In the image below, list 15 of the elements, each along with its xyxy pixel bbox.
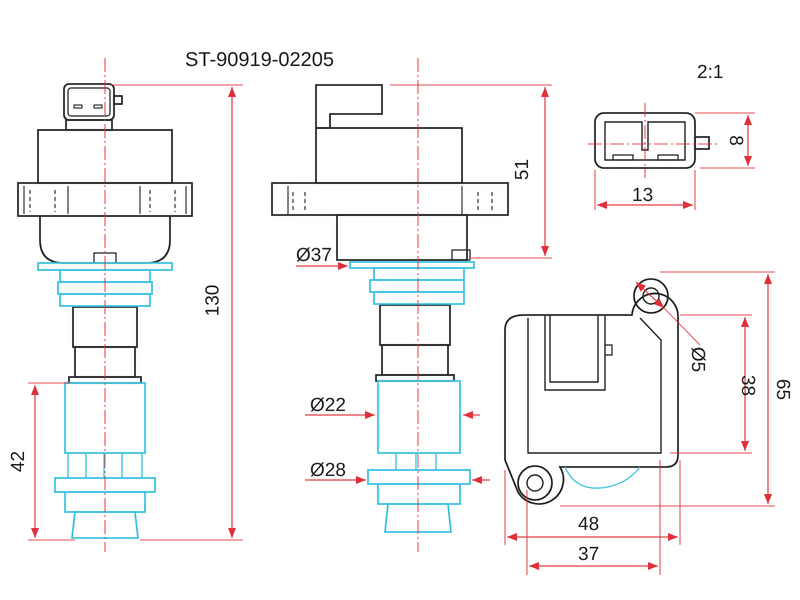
dimension-label: Ø28 — [310, 461, 346, 480]
dimension-label: 51 — [513, 158, 532, 180]
dimension-label: 13 — [632, 186, 654, 205]
dimension-label: 8 — [726, 135, 745, 146]
dimension-label: Ø22 — [310, 396, 346, 415]
dimension-label: 38 — [738, 374, 758, 396]
dimension-label: Ø5 — [688, 346, 708, 372]
dimension-label: 37 — [578, 545, 600, 564]
part-number-title: ST-90919-02205 — [185, 50, 334, 70]
dimension-label: 42 — [9, 450, 28, 472]
dimension-label: 130 — [203, 284, 222, 316]
dimension-label: 48 — [578, 515, 600, 534]
dimension-label: Ø37 — [296, 246, 332, 265]
scale-label: 2:1 — [697, 63, 724, 82]
dimension-label: 65 — [773, 378, 792, 400]
